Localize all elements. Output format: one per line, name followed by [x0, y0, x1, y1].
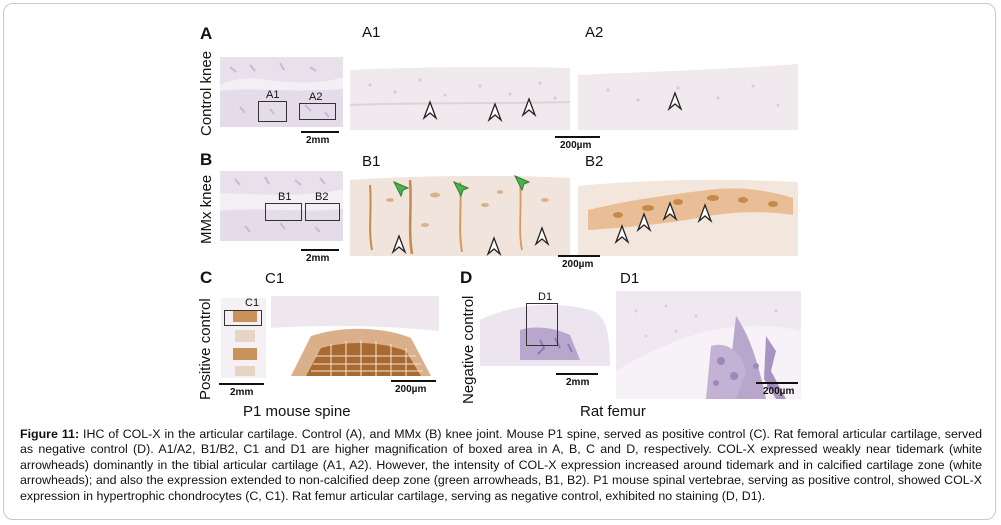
- panel-a1-image: [350, 50, 570, 130]
- figure-caption: Figure 11: IHC of COL-X in the articular…: [20, 427, 982, 504]
- negative-control-label: Negative control: [460, 295, 477, 404]
- scale-bar-b-high-label: 200µm: [562, 259, 594, 270]
- panel-d1-title: D1: [620, 270, 640, 287]
- box-b1-label: B1: [278, 191, 292, 203]
- scale-bar-c-high: [391, 380, 436, 382]
- box-a1-label: A1: [266, 89, 280, 101]
- panel-b2-image: [578, 170, 798, 256]
- green-arrowhead-icon: [452, 181, 470, 198]
- positive-control-label: Positive control: [197, 298, 214, 400]
- panel-c-image: [221, 298, 266, 378]
- panel-d-image: [480, 300, 610, 366]
- rat-femur-label: Rat femur: [580, 403, 646, 420]
- scale-bar-d-low: [556, 373, 598, 375]
- panel-a1-title: A1: [362, 24, 381, 41]
- box-a1: [258, 101, 287, 122]
- scale-bar-d-low-label: 2mm: [566, 377, 590, 388]
- white-arrowhead-icon: [521, 97, 537, 117]
- box-c1-label: C1: [245, 297, 260, 309]
- panel-b-letter: B: [200, 150, 213, 169]
- white-arrowhead-icon: [487, 102, 503, 122]
- white-arrowhead-icon: [391, 234, 407, 254]
- panel-b1-image: [350, 170, 570, 256]
- white-arrowhead-icon: [697, 203, 713, 223]
- panel-a-letter: A: [200, 24, 213, 43]
- caption-text: IHC of COL-X in the articular cartilage.…: [20, 427, 983, 503]
- white-arrowhead-icon: [667, 91, 683, 111]
- box-b2: [305, 203, 340, 221]
- box-a2-label: A2: [309, 91, 323, 103]
- panel-b-image: [220, 171, 343, 241]
- panel-d1-image: [616, 291, 801, 399]
- scale-bar-c-low: [219, 383, 264, 385]
- scale-bar-c-low-label: 2mm: [230, 387, 254, 398]
- panel-a2-title: A2: [585, 24, 604, 41]
- box-c1: [224, 310, 262, 326]
- scale-bar-b-high: [558, 255, 600, 257]
- panel-c1-image: [271, 296, 439, 376]
- white-arrowhead-icon: [662, 201, 678, 221]
- white-arrowhead-icon: [534, 226, 550, 246]
- scale-bar-d-high: [756, 382, 798, 384]
- box-b2-label: B2: [315, 191, 329, 203]
- box-a2: [299, 103, 336, 120]
- panel-b1-title: B1: [362, 153, 381, 170]
- panel-b2-title: B2: [585, 153, 604, 170]
- white-arrowhead-icon: [422, 100, 438, 120]
- scale-bar-a-low: [301, 131, 339, 133]
- scale-bar-b-low-label: 2mm: [306, 253, 330, 264]
- white-arrowhead-icon: [636, 212, 652, 232]
- box-d1: [526, 303, 558, 346]
- scale-bar-a-high-label: 200µm: [560, 140, 592, 151]
- panel-c-letter: C: [200, 268, 213, 287]
- panel-c1-title: C1: [265, 270, 285, 287]
- box-b1: [265, 203, 302, 221]
- panel-a2-image: [578, 50, 798, 130]
- scale-bar-c-high-label: 200µm: [395, 384, 427, 395]
- caption-label: Figure 11:: [20, 427, 80, 441]
- scale-bar-d-high-label: 200µm: [763, 386, 795, 397]
- white-arrowhead-icon: [486, 236, 502, 256]
- white-arrowhead-icon: [614, 224, 630, 244]
- scale-bar-a-low-label: 2mm: [306, 135, 330, 146]
- scale-bar-b-low: [301, 249, 339, 251]
- panel-d-letter: D: [460, 268, 473, 287]
- green-arrowhead-icon: [392, 181, 410, 198]
- box-d1-label: D1: [538, 291, 553, 303]
- panel-a-image: [220, 57, 343, 127]
- mmx-knee-label: MMx knee: [198, 174, 215, 244]
- green-arrowhead-icon: [513, 175, 531, 192]
- scale-bar-a-high: [555, 136, 600, 138]
- p1-spine-label: P1 mouse spine: [243, 403, 351, 420]
- control-knee-label: Control knee: [198, 50, 215, 136]
